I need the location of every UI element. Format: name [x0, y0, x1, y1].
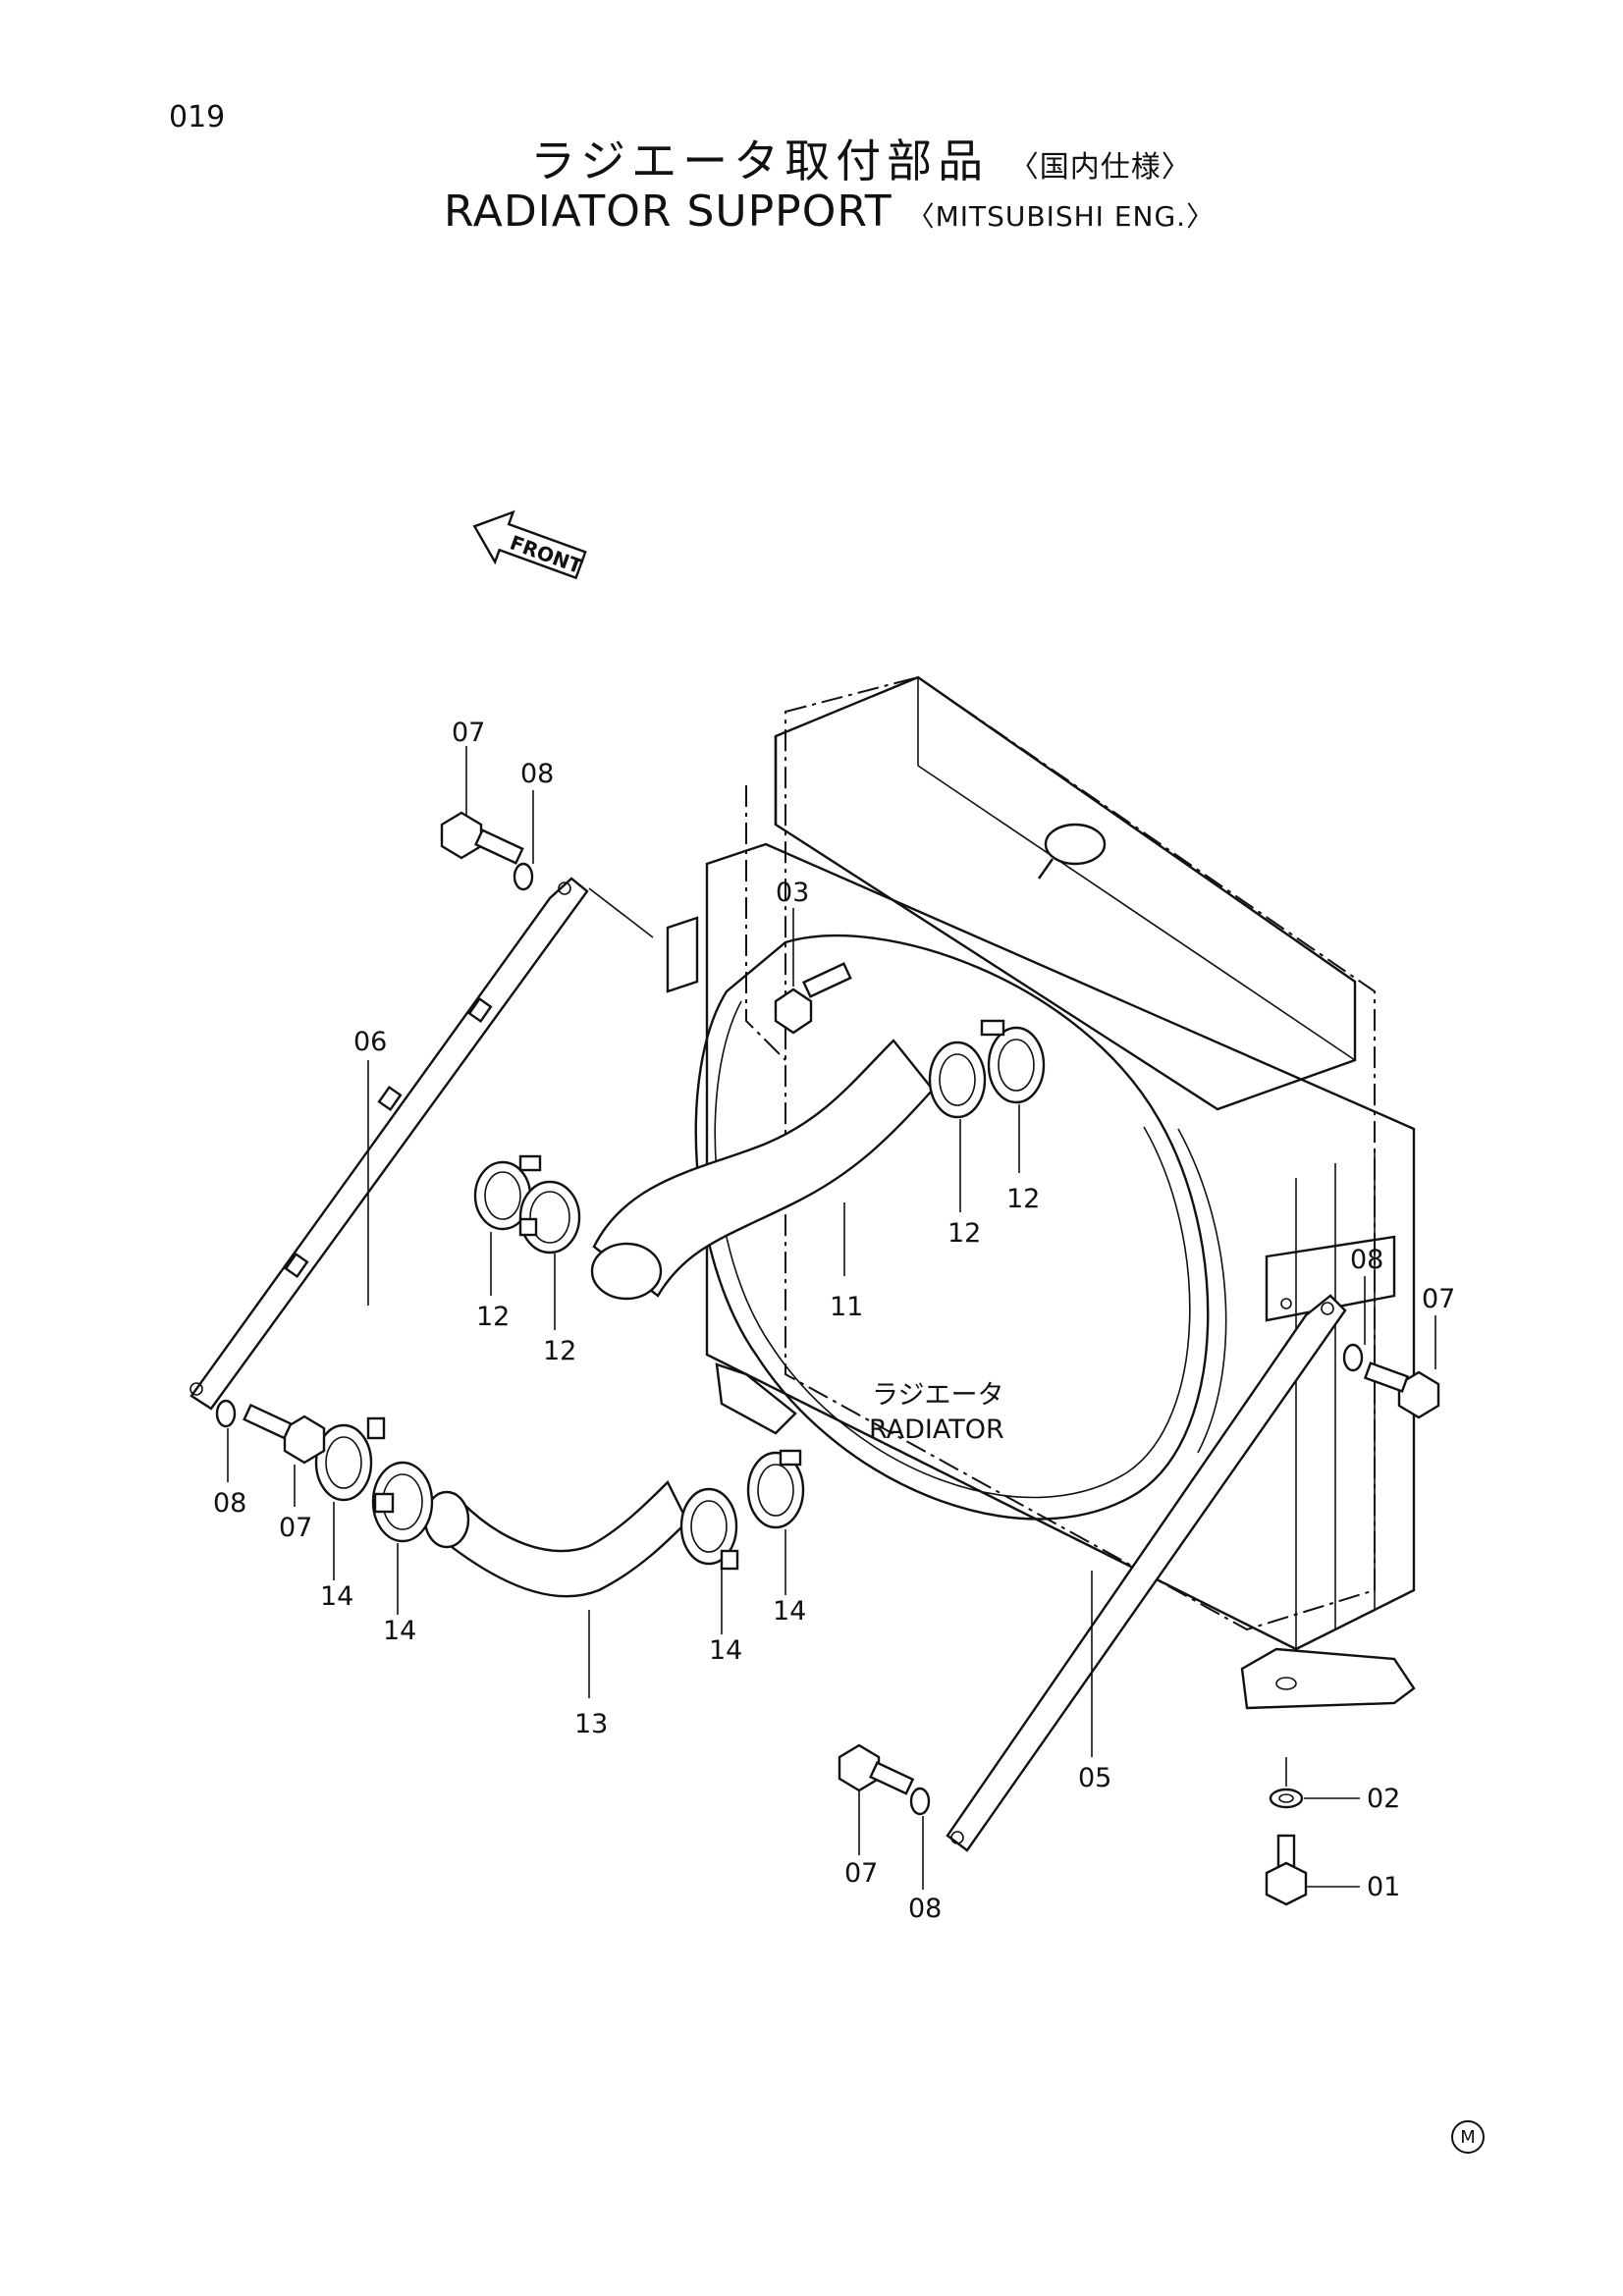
callout-06: 06	[353, 1027, 387, 1057]
tie-rod-06	[189, 877, 654, 1411]
fasteners	[215, 811, 1440, 1906]
front-arrow-icon: FRONT	[472, 509, 587, 580]
callout-14: 14	[320, 1581, 353, 1612]
tie-rod-05	[946, 1294, 1347, 1852]
radiator-label-en: RADIATOR	[869, 1415, 1004, 1445]
callout-11: 11	[830, 1292, 863, 1322]
washer-08-right-icon	[1342, 1343, 1364, 1372]
bolt-03-icon	[774, 962, 852, 1035]
callout-08: 08	[908, 1894, 942, 1924]
callout-14: 14	[773, 1596, 806, 1627]
page-number: 019	[169, 100, 226, 134]
callout-12: 12	[476, 1302, 510, 1332]
callout-12: 12	[1006, 1184, 1040, 1214]
washer-08-left-icon	[215, 1399, 237, 1428]
corner-mark-icon: M	[1451, 2120, 1485, 2154]
washer-08-top-icon	[513, 862, 534, 891]
bolt-07-bottom-icon	[838, 1743, 915, 1795]
lower-hose-13	[423, 1479, 689, 1598]
leader-lines	[227, 746, 1436, 1890]
title-en-sub: 〈MITSUBISHI ENG.〉	[906, 200, 1216, 233]
callout-07: 07	[1422, 1284, 1455, 1314]
callout-13: 13	[574, 1709, 608, 1739]
radiator-body	[666, 675, 1416, 1710]
callout-01: 01	[1367, 1872, 1400, 1902]
callout-03: 03	[776, 878, 809, 908]
callout-08: 08	[1350, 1245, 1383, 1275]
callout-02: 02	[1367, 1784, 1400, 1814]
callout-14: 14	[383, 1616, 416, 1646]
callout-12: 12	[543, 1336, 576, 1366]
callout-14: 14	[709, 1635, 742, 1666]
upper-hose-11	[590, 1039, 935, 1301]
title-jp-main: ラジエータ取付部品	[530, 134, 990, 187]
callout-12: 12	[947, 1218, 981, 1249]
hose-clamps	[314, 1019, 1046, 1571]
callout-08: 08	[213, 1488, 246, 1519]
title-english: RADIATOR SUPPORT 〈MITSUBISHI ENG.〉	[444, 187, 1215, 237]
bolt-07-left-icon	[243, 1403, 326, 1465]
title-japanese: ラジエータ取付部品 〈国内仕様〉	[530, 126, 1192, 190]
washer-02-icon	[1269, 1788, 1304, 1809]
callout-07: 07	[844, 1858, 878, 1889]
radiator-label-jp: ラジエータ	[872, 1380, 1003, 1411]
bolt-07-right-icon	[1363, 1362, 1440, 1419]
title-en-main: RADIATOR SUPPORT	[444, 187, 893, 237]
callout-numbers: 07 08 03 06 12 12 11 12 12 08 07 14 14 1…	[213, 718, 1455, 1924]
callout-08: 08	[520, 759, 554, 789]
callout-07: 07	[452, 718, 485, 748]
washer-08-bottom-icon	[909, 1787, 931, 1816]
bolt-01-icon	[1265, 1834, 1308, 1906]
callout-05: 05	[1078, 1763, 1111, 1793]
callout-07: 07	[279, 1513, 312, 1543]
title-jp-sub: 〈国内仕様〉	[1008, 150, 1192, 185]
bolt-07-top-icon	[440, 811, 524, 865]
